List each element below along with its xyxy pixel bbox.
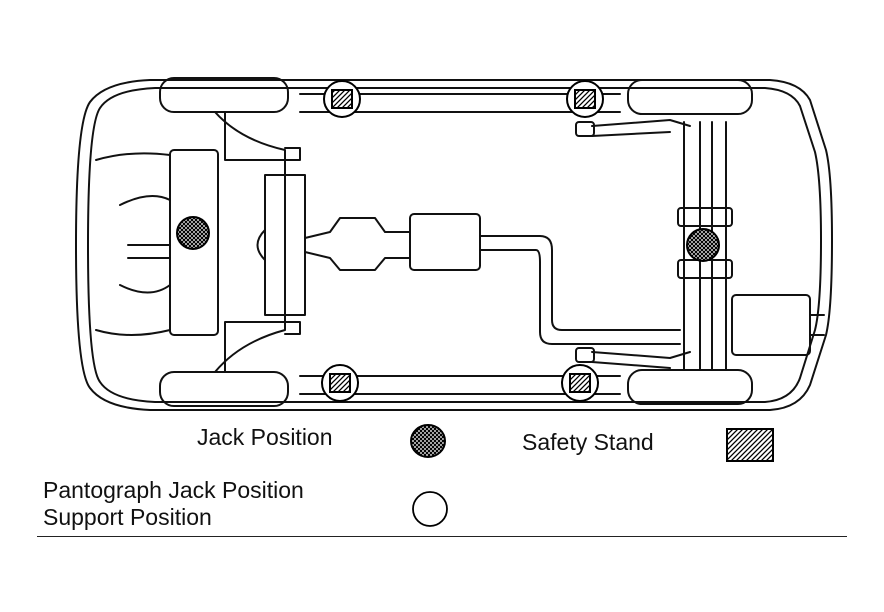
engine-block [169, 149, 219, 336]
rear-tire-bottom [627, 369, 753, 405]
legend-pantograph-jack-label: Pantograph Jack Position [43, 477, 304, 503]
body-outline [75, 79, 833, 411]
rear-trailing-arm-bottom [591, 351, 691, 369]
safety-stand-symbol-icon [726, 428, 774, 462]
body-inner-outline [87, 87, 822, 403]
jack-point-rear [686, 228, 720, 262]
rear-tire-top [627, 79, 753, 115]
legend-safety-stand-label: Safety Stand [522, 429, 654, 455]
safety-stand-rear-right [569, 373, 591, 393]
safety-stand-front-right [329, 373, 351, 393]
legend-jack-position-label: Jack Position [197, 424, 333, 450]
safety-stand-front-left [331, 89, 353, 109]
exhaust-muffler [409, 213, 481, 271]
front-crossmember [214, 111, 286, 373]
jack-position-symbol-icon [410, 424, 446, 458]
divider-line [37, 536, 847, 537]
support-position-symbol-icon [412, 491, 448, 527]
exhaust-tailpipe [479, 235, 681, 345]
front-tire-top [159, 77, 289, 113]
safety-stand-rear-left [574, 89, 596, 109]
jack-point-front [176, 216, 210, 250]
front-tire-bottom [159, 371, 289, 407]
exhaust-front-pipe [304, 217, 411, 271]
rear-trailing-arm-top [591, 119, 691, 137]
fuel-tank [731, 294, 811, 356]
legend-support-position-label: Support Position [43, 504, 212, 530]
transaxle [264, 174, 306, 316]
